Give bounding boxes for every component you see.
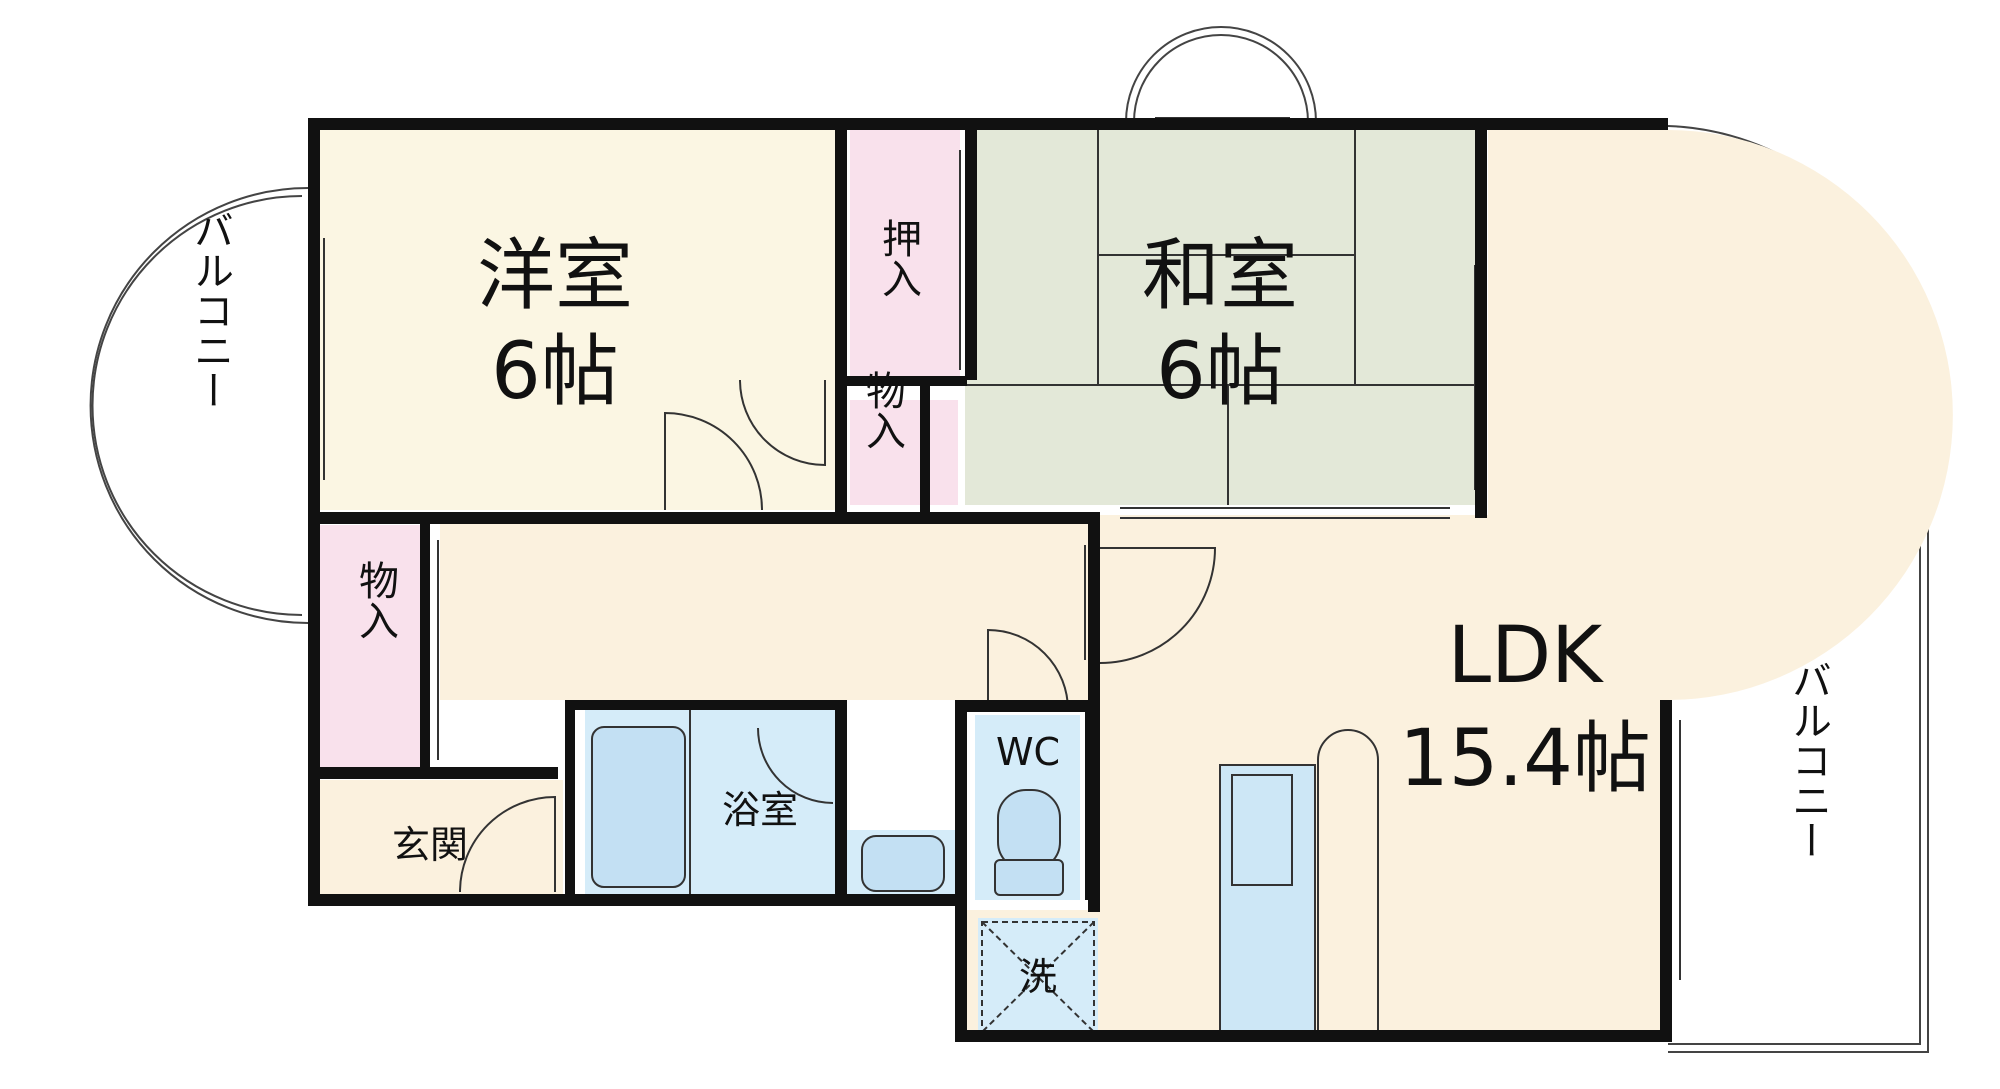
tatami-lines (965, 130, 1475, 505)
washer-icon (981, 921, 1095, 1033)
storage-left-label: 物入 (352, 560, 398, 640)
japanese-room-size: 6帖 (1156, 327, 1284, 417)
western-room-name: 洋室 (477, 231, 633, 321)
japanese-room-name: 和室 (1142, 231, 1298, 321)
entrance-label: 玄関 (392, 823, 468, 867)
kitchen-counter-icon (1219, 764, 1316, 1041)
storage-upper-floor (850, 400, 920, 505)
western-room-floor (318, 130, 835, 510)
walls (308, 118, 1672, 1042)
window-bay-top (1125, 26, 1317, 123)
ldk-name: LDK (1448, 611, 1605, 701)
western-room-size: 6帖 (491, 327, 619, 417)
bathtub-icon (591, 726, 686, 888)
storage-upper-label: 物入 (859, 370, 905, 450)
japanese-room-floor (965, 130, 1475, 505)
balcony-right-label: バルコニー (1785, 660, 1831, 860)
ldk-size: 15.4帖 (1399, 714, 1651, 804)
wc-label: WC (996, 730, 1060, 774)
washer-label: 洗 (1019, 955, 1057, 999)
hallway-floor (440, 520, 1100, 700)
balcony-left (89, 187, 309, 624)
entrance-floor (318, 780, 563, 900)
washbasin-icon (861, 835, 945, 892)
door-swings (459, 379, 1217, 893)
balcony-left-label: バルコニー (187, 210, 233, 410)
closet-oshiire-floor (850, 130, 960, 380)
pillar-icon (1317, 729, 1379, 1040)
toilet-icon (994, 789, 1064, 896)
ldk-floor (965, 130, 1953, 1040)
storage-strip-floor (930, 400, 958, 505)
closet-oshiire-label: 押入 (875, 218, 921, 298)
storage-left-floor (318, 525, 428, 775)
bath-label: 浴室 (722, 788, 798, 832)
